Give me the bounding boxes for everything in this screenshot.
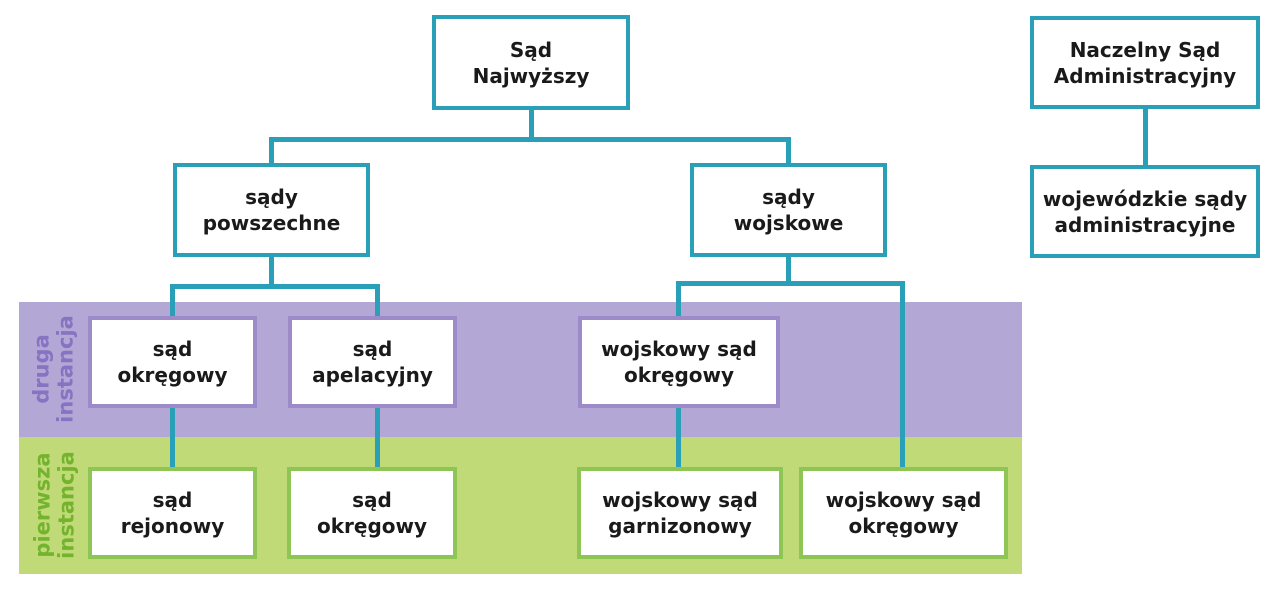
node-sady-wojskowe-line2: wojskowe (733, 211, 844, 235)
node-wojskowy-garnizonowy-line2: garnizonowy (608, 514, 752, 538)
node-naczelny-sad-administracyjny: Naczelny Sąd Administracyjny (1030, 16, 1260, 109)
node-sad-okregowy-druga: sąd okręgowy (88, 316, 257, 408)
connector-to-wojskowy-okregowy-druga (676, 281, 681, 318)
node-sad-apelacyjny-line1: sąd (352, 337, 393, 361)
node-sady-powszechne-line1: sądy (245, 185, 298, 209)
node-sad-okregowy-druga-line2: okręgowy (117, 363, 228, 387)
node-wojewodzkie-line2: administracyjne (1054, 212, 1236, 237)
node-sad-okregowy-druga-line1: sąd (152, 337, 193, 361)
second-instance-label-line2: instancja (53, 315, 78, 423)
node-wojskowy-sad-okregowy-pierwsza: wojskowy sąd okręgowy (799, 467, 1008, 559)
node-sad-najwyzszy: Sąd Najwyższy (432, 15, 630, 110)
connector-wojskowe-to-okregowy-pierwsza (900, 281, 905, 469)
node-wojskowy-okregowy-pierwsza-line1: wojskowy sąd (825, 488, 982, 512)
connector-nsa-to-wojewodzkie (1143, 107, 1148, 167)
first-instance-label: pierwsza instancja (20, 437, 92, 574)
node-sady-wojskowe-line1: sądy (762, 185, 815, 209)
connector-wojskowe-horizontal (676, 281, 905, 286)
connector-to-sad-apelacyjny (375, 284, 380, 318)
node-naczelny-line1: Naczelny Sąd (1069, 37, 1221, 62)
node-sad-okregowy-pierwsza-line1: sąd (352, 488, 392, 512)
node-naczelny-line2: Administracyjny (1053, 63, 1237, 88)
node-sad-rejonowy-line2: rejonowy (120, 514, 225, 538)
first-instance-label-line1: pierwsza (30, 452, 55, 558)
node-wojskowy-garnizonowy-line1: wojskowy sąd (602, 488, 758, 512)
node-wojskowy-sad-garnizonowy: wojskowy sąd garnizonowy (577, 467, 783, 559)
connector-powszechne-down (269, 255, 274, 286)
node-sad-rejonowy-line1: sąd (152, 488, 193, 512)
node-sad-najwyzszy-line2: Najwyższy (472, 63, 590, 88)
second-instance-label-line1: druga (29, 334, 54, 404)
connector-okregowy-to-rejonowy (170, 406, 175, 469)
second-instance-label: druga instancja (19, 302, 91, 437)
node-sad-okregowy-pierwsza-line2: okręgowy (316, 514, 428, 538)
connector-top-horizontal (269, 137, 791, 142)
node-sad-apelacyjny: sąd apelacyjny (288, 316, 457, 408)
node-wojskowy-okregowy-pierwsza-line2: okręgowy (848, 514, 959, 538)
node-wojskowy-okregowy-druga-line2: okręgowy (623, 363, 735, 387)
connector-apelacyjny-to-okregowy (375, 406, 380, 469)
node-sad-apelacyjny-line2: apelacyjny (312, 363, 433, 387)
node-sad-najwyzszy-line1: Sąd (509, 37, 553, 62)
connector-to-sady-wojskowe (786, 137, 791, 165)
connector-to-sad-okregowy-druga (170, 284, 175, 318)
node-sady-powszechne: sądy powszechne (173, 163, 370, 257)
node-wojewodzkie-sady-administracyjne: wojewódzkie sądy administracyjne (1030, 165, 1260, 258)
connector-najwyzszy-down (529, 110, 534, 141)
node-wojskowy-sad-okregowy-druga: wojskowy sąd okręgowy (578, 316, 780, 408)
connector-powszechne-horizontal (170, 284, 380, 289)
node-sady-powszechne-line2: powszechne (202, 211, 341, 235)
node-wojewodzkie-line1: wojewódzkie sądy (1042, 186, 1248, 211)
connector-wojskowe-down (786, 255, 791, 286)
connector-wojskowy-okregowy-to-garnizonowy (676, 406, 681, 469)
node-wojskowy-okregowy-druga-line1: wojskowy sąd (601, 337, 757, 361)
node-sad-okregowy-pierwsza: sąd okręgowy (287, 467, 457, 559)
first-instance-label-line2: instancja (54, 451, 79, 559)
node-sad-rejonowy: sąd rejonowy (88, 467, 257, 559)
connector-to-sady-powszechne (269, 137, 274, 165)
node-sady-wojskowe: sądy wojskowe (690, 163, 887, 257)
